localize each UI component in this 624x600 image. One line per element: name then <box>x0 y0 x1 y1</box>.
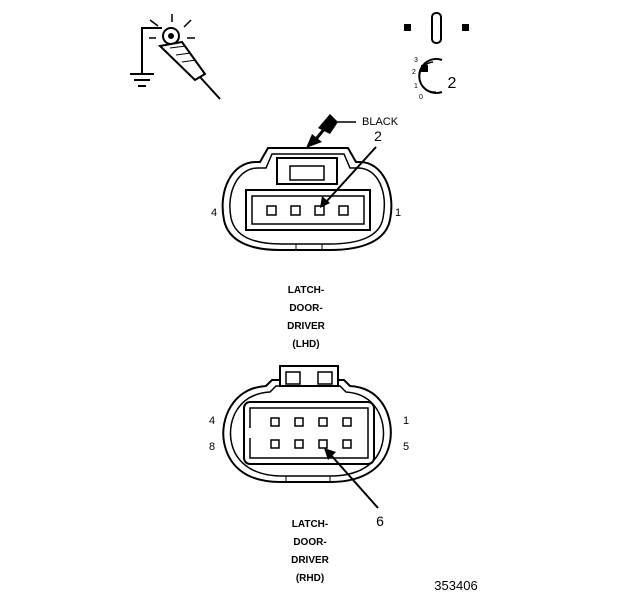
rhd-pin-4 <box>270 417 280 427</box>
lhd-caption-line-4: (LHD) <box>292 339 319 350</box>
rhd-pin-1 <box>342 417 352 427</box>
rhd-caption-line-4: (RHD) <box>296 573 324 584</box>
rhd-caption-line-3: DRIVER <box>291 555 330 566</box>
connector-lhd: 4 1 BLACK 2 LATCH- DOOR- DRIVER (LHD) <box>211 114 401 350</box>
rhd-bottom-right-pin-label: 5 <box>403 441 409 453</box>
lhd-left-pin-label: 4 <box>211 207 217 219</box>
ignition-key-number: 2 <box>448 75 457 92</box>
rhd-pin-8 <box>270 439 280 449</box>
figure-id: 353406 <box>434 578 477 593</box>
ignition-position-3: 3 <box>414 57 418 64</box>
ignition-position-2: 2 <box>412 69 416 76</box>
rhd-top-right-pin-label: 1 <box>403 415 409 427</box>
connector-rhd: 4 1 8 5 6 LATCH- DOOR- DRIVER (RHD) <box>209 365 409 584</box>
ignition-switch-icon: 3 2 1 0 2 <box>404 12 469 101</box>
rhd-callout-pin-label: 6 <box>376 513 384 529</box>
rhd-pin-6 <box>318 439 328 449</box>
lhd-pin-4 <box>266 205 277 216</box>
rhd-bottom-left-pin-label: 8 <box>209 441 215 453</box>
rhd-pin-2 <box>318 417 328 427</box>
rhd-pin-5 <box>342 439 352 449</box>
rhd-pin-7 <box>294 439 304 449</box>
rhd-caption-line-1: LATCH- <box>292 519 328 530</box>
ignition-position-1: 1 <box>414 83 418 90</box>
lhd-pin-1 <box>338 205 349 216</box>
rhd-caption-line-2: DOOR- <box>293 537 326 548</box>
lhd-right-pin-label: 1 <box>395 207 401 219</box>
lhd-pin-3 <box>290 205 301 216</box>
lhd-caption-line-3: DRIVER <box>287 321 326 332</box>
rhd-top-left-pin-label: 4 <box>209 415 215 427</box>
lhd-wire-color-label: BLACK <box>362 116 399 128</box>
rhd-pin-3 <box>294 417 304 427</box>
lhd-callout-pin-label: 2 <box>374 128 382 144</box>
lhd-caption-line-1: LATCH- <box>288 285 324 296</box>
lhd-pin-2 <box>314 205 325 216</box>
test-probe-icon <box>130 14 221 100</box>
lhd-caption-line-2: DOOR- <box>289 303 322 314</box>
ignition-position-0: 0 <box>419 94 423 101</box>
